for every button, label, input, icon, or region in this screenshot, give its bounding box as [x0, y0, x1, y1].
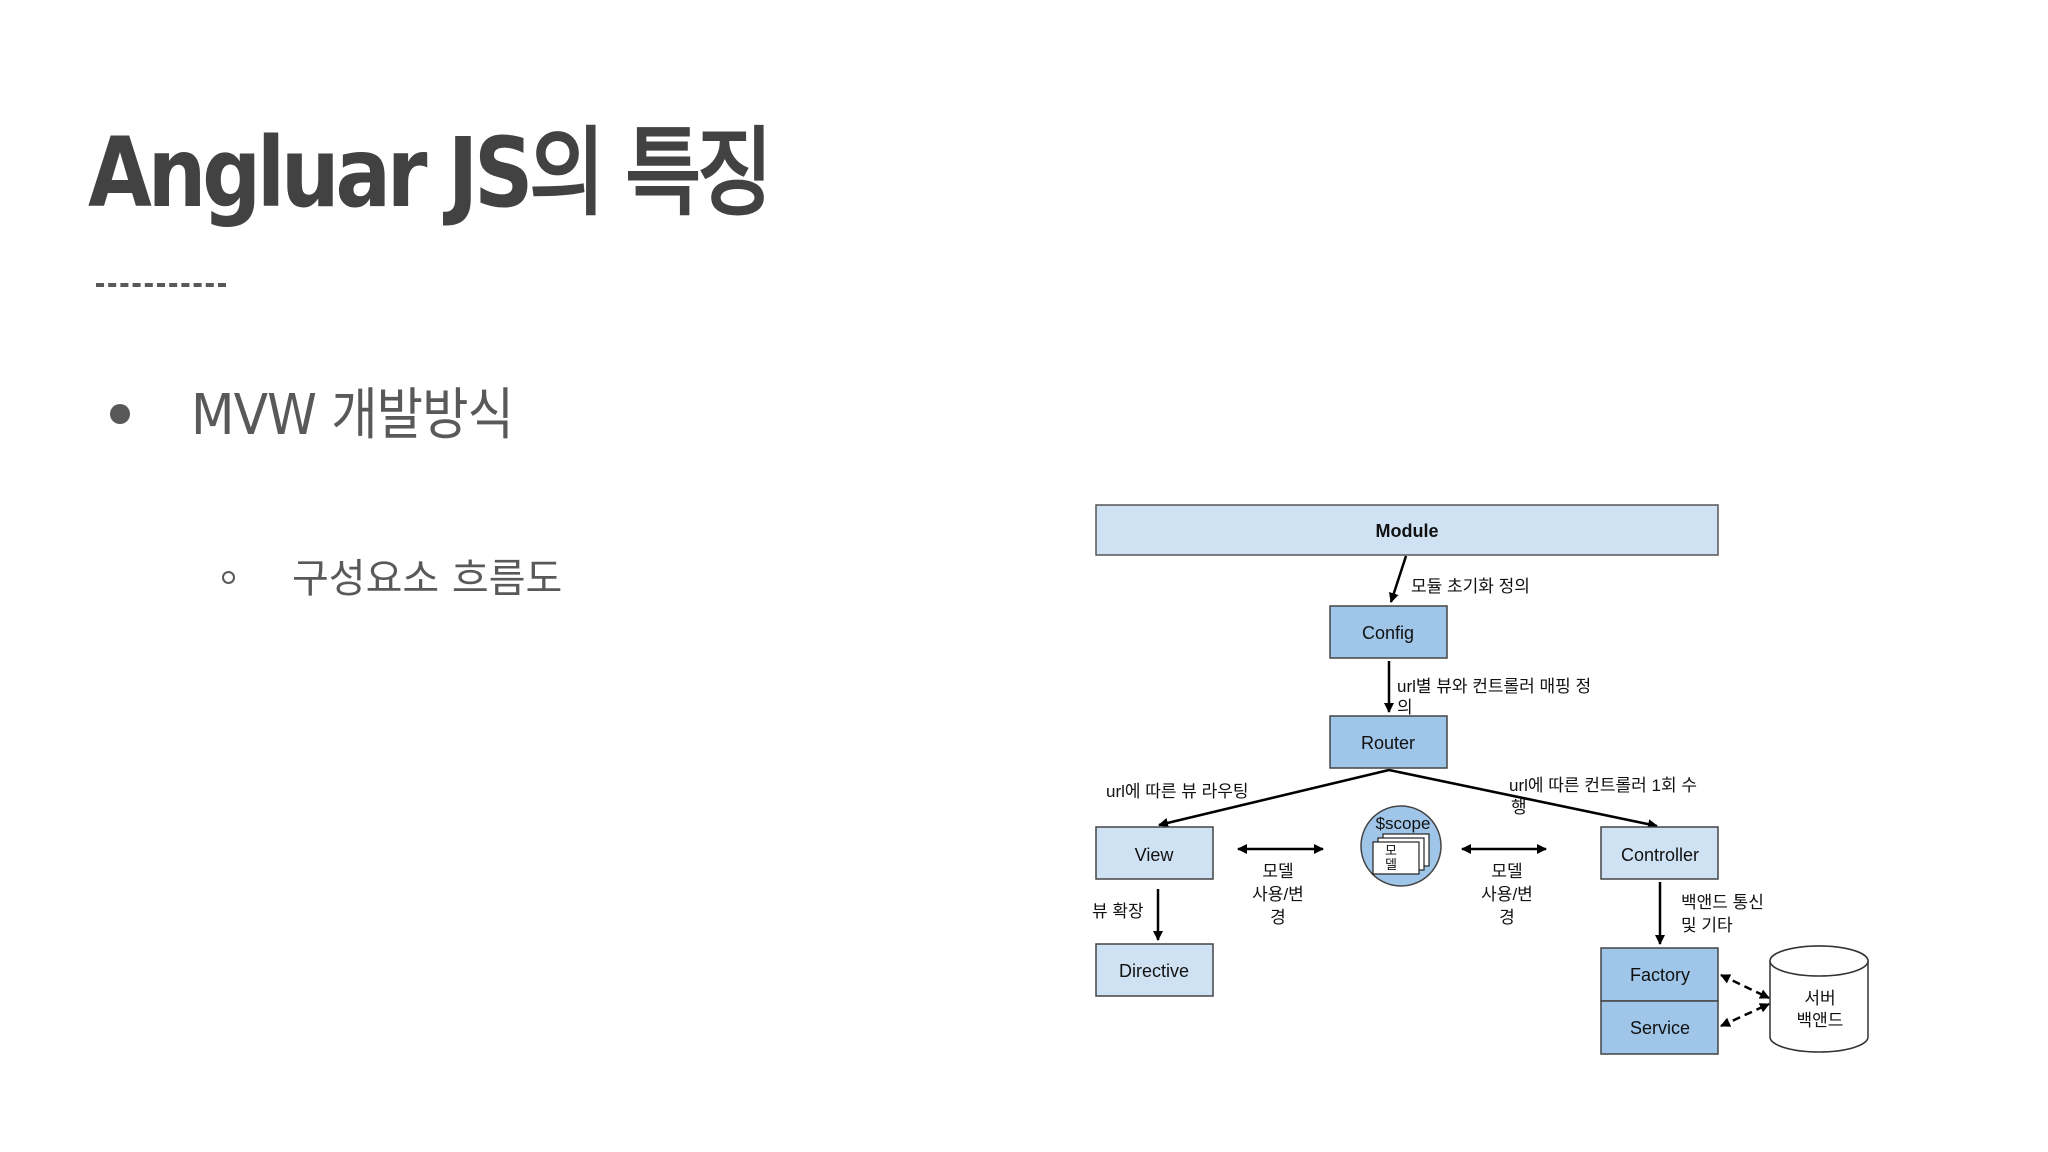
edge-view-directive-label: 뷰 확장 — [1092, 902, 1144, 921]
edge-router-controller-label-2: 행 — [1511, 798, 1527, 817]
edge-scope-controller-label-2: 사용/변 — [1481, 885, 1533, 904]
router-node — [1329, 715, 1448, 769]
module-node — [1095, 504, 1719, 556]
bullet-circle-icon — [222, 570, 235, 584]
service-label: Service — [1630, 1018, 1690, 1038]
edge-view-scope-label-1: 모델 — [1262, 862, 1293, 881]
scope-label: $scope — [1376, 814, 1431, 833]
bullet-mvw-text: MVW 개발방식 — [191, 383, 514, 448]
bullet-dot-icon — [110, 403, 130, 424]
controller-node — [1600, 826, 1719, 880]
edge-router-controller — [1388, 768, 1658, 830]
service-node — [1600, 1000, 1719, 1055]
edge-router-controller-label-1: url에 따른 컨트롤러 1회 수 — [1509, 776, 1697, 795]
scope-model-doc — [1372, 841, 1420, 875]
edge-service-server — [1720, 1002, 1770, 1028]
edge-module-config — [1389, 555, 1408, 603]
bullet-level-1: MVW 개발방식 — [110, 370, 549, 451]
slide-title: Angluar JS의 특징 — [88, 117, 773, 229]
view-label: View — [1135, 845, 1175, 865]
module-label: Module — [1376, 521, 1439, 541]
edge-controller-factory-label-2: 및 기타 — [1681, 916, 1733, 935]
config-node — [1329, 605, 1448, 659]
directive-label: Directive — [1119, 961, 1189, 981]
bullet-flow-text: 구성요소 흐름도 — [292, 556, 563, 602]
server-label-1: 서버 — [1804, 989, 1835, 1008]
edge-config-router-label-1: url별 뷰와 컨트롤러 매핑 정 — [1397, 677, 1591, 696]
edge-config-router-label-2: 의 — [1397, 698, 1413, 717]
server-label-2: 백앤드 — [1797, 1011, 1844, 1030]
directive-node — [1095, 943, 1214, 997]
edge-view-scope-label-3: 경 — [1270, 908, 1286, 927]
edge-router-view-label: url에 따른 뷰 라우팅 — [1106, 782, 1249, 801]
config-label: Config — [1362, 623, 1414, 643]
edge-controller-factory-label-1: 백앤드 통신 — [1681, 893, 1764, 912]
edge-factory-server — [1720, 973, 1770, 1000]
edge-scope-controller-label-1: 모델 — [1491, 862, 1522, 881]
bullet-level-2: 구성요소 흐름도 — [222, 546, 562, 604]
edge-scope-controller-label-3: 경 — [1499, 908, 1515, 927]
factory-node — [1600, 947, 1719, 1002]
view-node — [1095, 826, 1214, 880]
title-divider — [96, 283, 226, 287]
factory-label: Factory — [1630, 965, 1690, 985]
server-cylinder-top — [1769, 945, 1869, 977]
scope-model-label-2: 델 — [1385, 857, 1397, 872]
scope-model-label-1: 모 — [1385, 843, 1397, 858]
edge-view-scope-label-2: 사용/변 — [1252, 885, 1304, 904]
edge-module-config-label: 모듈 초기화 정의 — [1411, 577, 1530, 596]
router-label: Router — [1361, 733, 1415, 753]
edge-router-view — [1158, 768, 1390, 828]
controller-label: Controller — [1621, 845, 1699, 865]
